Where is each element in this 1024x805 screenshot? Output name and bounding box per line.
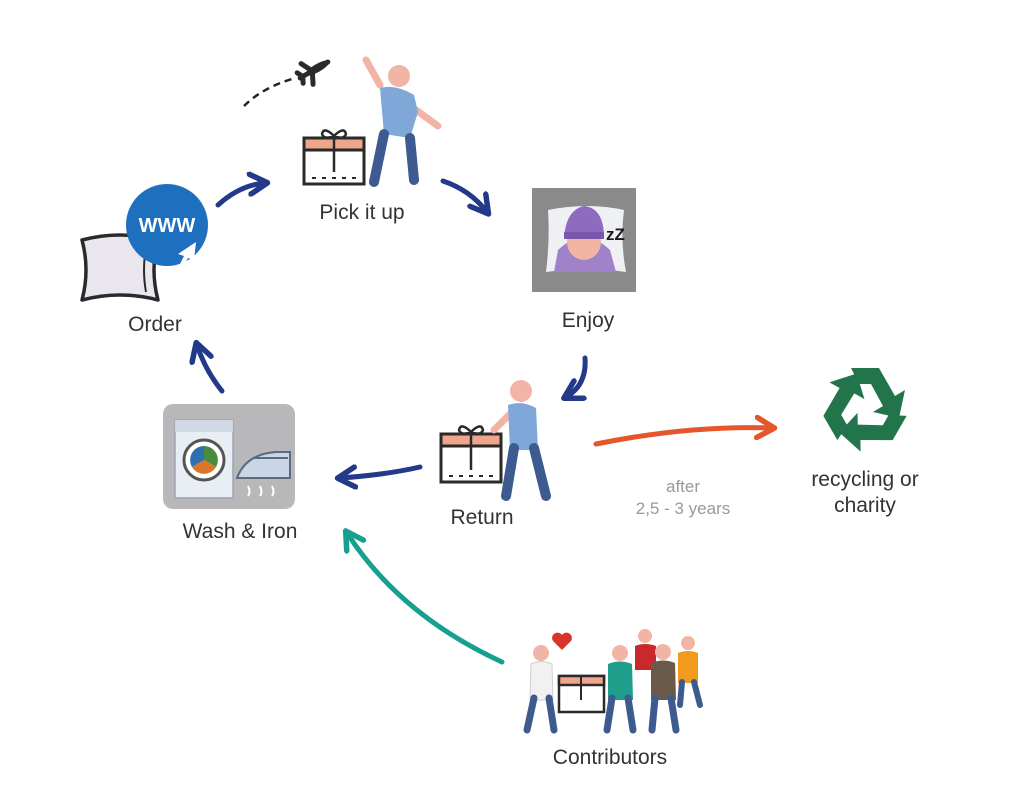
www-globe-icon: WWW [126,184,208,266]
step-label-wash-iron: Wash & Iron [182,520,298,543]
end-of-life-timing: after 2,5 - 3 years [603,476,763,520]
step-label-return: Return [450,506,514,529]
washing-machine-icon [163,404,295,509]
www-badge-text: WWW [139,215,196,237]
sleep-zz-text: zZ [606,225,625,244]
iron-icon [235,451,291,497]
timing-line-1: after [665,477,701,496]
contributors-label: Contributors [552,746,668,769]
recycle-icon [823,368,907,452]
timing-line-2: 2,5 - 3 years [635,499,731,518]
arrow-contributors-to-wash [347,533,505,665]
recycle-label-line-1: recycling or [811,468,919,491]
arrow-order-to-pickup [215,183,265,208]
arrow-return-to-recycling [593,428,772,447]
step-label-order: Order [128,313,182,336]
flight-path [243,77,293,107]
airplane-icon [294,59,331,87]
cursor-icon [178,242,196,266]
sleeping-person-icon: zZ [532,188,636,292]
person-returning-icon [490,380,551,501]
arrow-wash-to-order [197,345,225,394]
gift-box-icon [302,129,366,186]
arrow-enjoy-to-return [566,355,588,397]
gift-box-icon [439,425,503,484]
heart-icon [552,632,572,650]
arrow-pickup-to-enjoy [440,178,487,212]
step-label-enjoy: Enjoy [561,309,615,332]
person-waving-icon [362,56,442,187]
recycle-label-line-2: charity [834,494,896,517]
contributors-group-icon [523,629,703,734]
arrow-return-to-wash [340,467,423,478]
end-of-life-label: recycling or charity [780,467,950,519]
step-label-pickup: Pick it up [319,201,405,224]
